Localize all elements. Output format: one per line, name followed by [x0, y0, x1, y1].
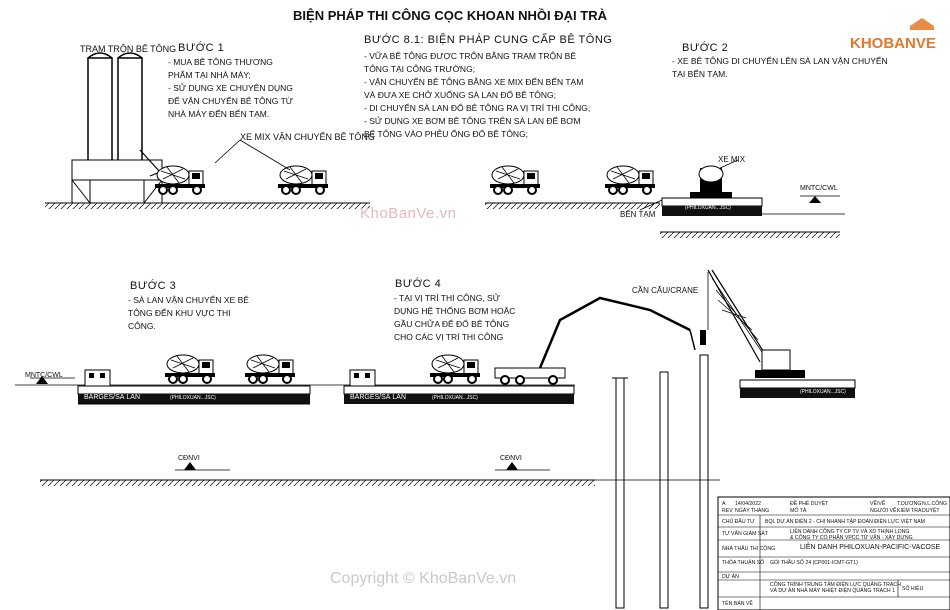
bored-piles: [612, 354, 709, 609]
barge-hull-step2: [662, 206, 762, 216]
step2-heading: BƯỚC 2: [682, 42, 729, 54]
barge-text-crane: (PHILOXUAN...JSC): [800, 389, 846, 395]
tb-approve-header: DUYỆT: [922, 508, 940, 514]
tb-project-2: VÀ DỰ ÁN NHÀ MÁY NHIỆT ĐIỆN QUẢNG TRẠCH …: [770, 588, 895, 594]
tb-package-label: THỎA THUẬN SỐ: [722, 560, 765, 566]
cdnv-marker-step3: [184, 462, 196, 470]
mixer-truck-step2-b: [604, 165, 656, 195]
tb-project-label: DỰ ÁN: [722, 574, 739, 580]
step2-description: - XE BÊ TÔNG DI CHUYỂN LÊN SÀ LAN VẬN CH…: [672, 56, 888, 79]
barge-step4: [343, 369, 575, 404]
tb-drawn-header: NGƯỜI VẼ: [870, 508, 897, 514]
mntc-label-step3: MNTC/CWL: [25, 372, 63, 379]
barge-text-step3: (PHILOXUAN...JSC): [170, 395, 216, 401]
tb-desc-header: MÔ TẢ: [790, 508, 807, 514]
tb-project-1: CÔNG TRÌNH TRUNG TÂM ĐIỆN LỰC QUẢNG TRẠC…: [770, 582, 901, 588]
step1-heading: BƯỚC 1: [178, 42, 225, 54]
batching-plant: [71, 52, 163, 204]
cdnv-label-step3: CĐNVI: [178, 455, 200, 462]
tb-consult-2: & CÔNG TY CỔ PHẦN VPCC TƯ VẤN - XÂY DỰNG: [790, 535, 913, 541]
step81-description: - VỮA BÊ TÔNG ĐƯỢC TRỘN BẰNG TRẠM TRỘN B…: [364, 51, 591, 139]
crane-label: CẦN CẨU/CRANE: [632, 286, 699, 295]
tb-contractor-label: NHÀ THẦU THI CÔNG: [722, 546, 776, 552]
barge-text-step2: (PHILOXUAN...JSC): [685, 205, 731, 211]
logo-graphic: KHOBANVE: [850, 18, 936, 52]
logo-text: KHOBANVE: [850, 35, 936, 52]
barge-label-step4: BARGES/SÀ LAN: [350, 394, 407, 401]
tb-rev-header: REV: [722, 508, 733, 514]
step1-description: - MUA BÊ TÔNG THƯƠNG PHẨM TẠI NHÀ MÁY; -…: [168, 57, 294, 119]
mixer-truck-step2-a: [489, 165, 541, 195]
cdnv-label-step4: CĐNVI: [500, 455, 522, 462]
tb-drawn-value: VẼ/VẼ: [870, 501, 886, 507]
tb-check-value: T.DƯƠNG: [897, 501, 922, 507]
mixer-on-barge-step2: [690, 165, 732, 198]
mntc-label-step2: MNTC/CWL: [800, 185, 838, 192]
tb-approve-value: N.L.CÔNG: [922, 501, 948, 507]
barge-step3: [77, 369, 311, 405]
step3-heading: BƯỚC 3: [130, 280, 177, 292]
tb-owner: BQL DỰ ÁN ĐIỆN 2 - CHI NHÁNH TẬP ĐOÀN ĐI…: [765, 519, 925, 525]
tb-check-header: KIỂM TRA: [897, 508, 922, 514]
mixer-truck-step1-b: [277, 165, 329, 195]
mixer-truck-step4: [429, 354, 481, 384]
tb-package: GÓI THẦU SỐ 24 (CP001-ICMT-GT1): [770, 560, 858, 566]
title-block-frame: [717, 496, 950, 610]
tb-date-header: NGÀY THÁNG: [735, 508, 770, 514]
tb-consult-label: TƯ VẤN GIÁM SÁT: [722, 531, 768, 537]
mixer-truck-label: XE MIX VẬN CHUYỂN BÊ TÔNG: [240, 132, 375, 142]
step81-heading: BƯỚC 8.1: BIỆN PHÁP CUNG CẤP BÊ TÔNG: [364, 34, 613, 46]
tb-contractor: LIÊN DANH PHILOXUAN-PACIFIC-VACOSE: [800, 544, 941, 551]
tb-sheet-no: SỐ HIỆU: [902, 586, 924, 592]
step4-heading: BƯỚC 4: [395, 278, 442, 290]
ground-hatch-step1: [45, 203, 370, 209]
mixer-truck-step3-a: [164, 354, 216, 384]
mixer-truck-step3-b: [244, 354, 296, 384]
tb-owner-label: CHỦ ĐẦU TƯ: [722, 519, 755, 525]
step4-description: - TẠI VỊ TRÍ THI CÔNG, SỬ DỤNG HỆ THỐNG …: [394, 293, 516, 342]
copyright-text: Copyright © KhoBanVe.vn: [330, 570, 517, 587]
xe-mix-label: XE MIX: [718, 155, 746, 164]
khobanve-logo: KHOBANVE: [850, 18, 945, 66]
tb-date-value: 14/04/2022: [735, 501, 761, 507]
page-title: BIỆN PHÁP THI CÔNG CỌC KHOAN NHỒI ĐẠI TR…: [293, 8, 607, 23]
tb-rev-value: A: [722, 501, 726, 507]
ben-tam-label: BẾN TẠM: [620, 210, 656, 219]
cdnv-marker-step4: [506, 462, 518, 470]
tb-consult-1: LIÊN DANH CÔNG TY CP TV VÀ XD THỊNH LONG: [790, 529, 910, 535]
barge-label-step3: BARGES/SÀ LAN: [84, 394, 141, 401]
tb-sheet-label: TÊN BẢN VẼ: [722, 601, 753, 607]
mixer-truck-step1-a: [154, 165, 206, 195]
concrete-pump-truck: [494, 296, 696, 385]
batching-plant-label: TRẠM TRỘN BÊ TÔNG: [80, 44, 177, 54]
tb-desc-value: ĐỀ PHÊ DUYỆT: [790, 501, 829, 507]
crawler-crane: [700, 269, 856, 398]
water-level-marker-step3: [36, 376, 48, 384]
watermark-text: KhoBanVe.vn: [360, 205, 457, 222]
water-level-marker-step2: [809, 196, 821, 203]
barge-text-step4: (PHILOXUAN...JSC): [432, 395, 478, 401]
step3-description: - SÀ LAN VẬN CHUYỂN XE BÊ TÔNG ĐẾN KHU V…: [128, 295, 249, 331]
